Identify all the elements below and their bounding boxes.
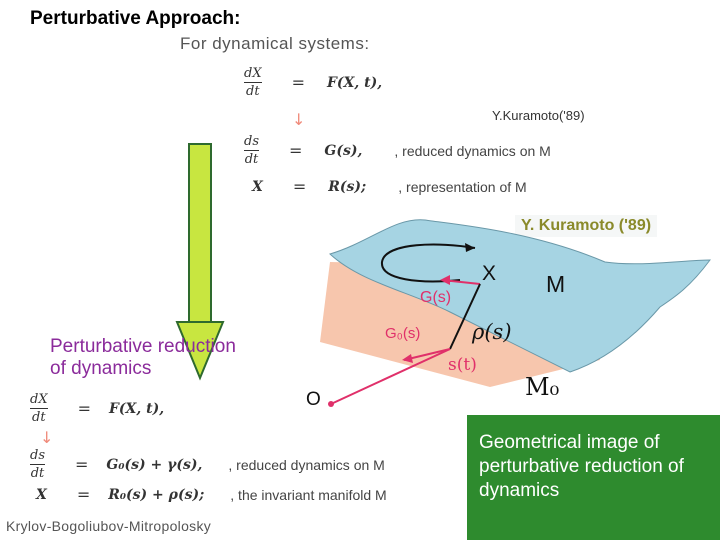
- label-st: s(t): [448, 355, 477, 375]
- fraction: dX dt: [30, 392, 48, 425]
- label-x: X: [482, 262, 496, 285]
- perturbative-reduction-label: Perturbative reduction of dynamics: [50, 336, 236, 379]
- origin-dot: [328, 401, 334, 407]
- equation-top-2: ds dt = G(s), , reduced dynamics on M: [244, 134, 551, 167]
- label-origin: O: [306, 389, 321, 410]
- slide-title: Perturbative Approach:: [30, 8, 241, 29]
- equals-sign: =: [75, 455, 89, 474]
- down-arrow-icon: ↓: [292, 110, 306, 129]
- reference-small: Y.Kuramoto('89): [492, 108, 585, 123]
- manifold-m: [329, 219, 711, 373]
- fraction: dX dt: [244, 66, 262, 99]
- geometric-diagram: X M G(s) G₀(s) ρ(s) s(t) M₀ O: [306, 219, 711, 410]
- equals-sign: =: [289, 141, 303, 160]
- label-m: M: [546, 271, 565, 297]
- equals-sign: =: [292, 177, 307, 196]
- down-arrow-icon: ↓: [40, 428, 54, 447]
- reference-large: Y. Kuramoto ('89): [515, 215, 658, 237]
- rho-segment: [449, 283, 481, 350]
- label-m0: M₀: [525, 373, 559, 401]
- vector-st: [330, 348, 451, 405]
- equation-bottom-3: X = R₀(s) + ρ(s); , the invariant manifo…: [36, 485, 387, 504]
- fraction: ds dt: [30, 448, 45, 481]
- label-g: G(s): [420, 289, 451, 306]
- fraction: ds dt: [244, 134, 259, 167]
- orbit-arrow-icon: [465, 243, 475, 252]
- equals-sign: =: [77, 399, 91, 418]
- equation-bottom-1: dX dt = F(X, t),: [30, 392, 165, 425]
- label-g0: G₀(s): [385, 325, 420, 342]
- slide-subtitle: For dynamical systems:: [180, 34, 370, 53]
- big-down-arrow-icon: [175, 143, 225, 381]
- equals-sign: =: [291, 73, 305, 92]
- equals-sign: =: [76, 485, 91, 504]
- vector-g0-arrow-icon: [402, 354, 413, 363]
- vector-g-arrow-icon: [440, 275, 450, 285]
- equation-top-3: X = R(s); , representation of M: [252, 177, 527, 196]
- equation-bottom-2: ds dt = G₀(s) + γ(s), , reduced dynamics…: [30, 448, 385, 481]
- footer-credit: Krylov-Bogoliubov-Mitropolosky: [6, 518, 212, 534]
- orbit-curve: [380, 243, 476, 283]
- caption-box: Geometrical image of perturbative reduct…: [467, 415, 720, 540]
- label-rho: ρ(s): [471, 320, 512, 344]
- equation-top-1: dX dt = F(X, t),: [244, 66, 383, 99]
